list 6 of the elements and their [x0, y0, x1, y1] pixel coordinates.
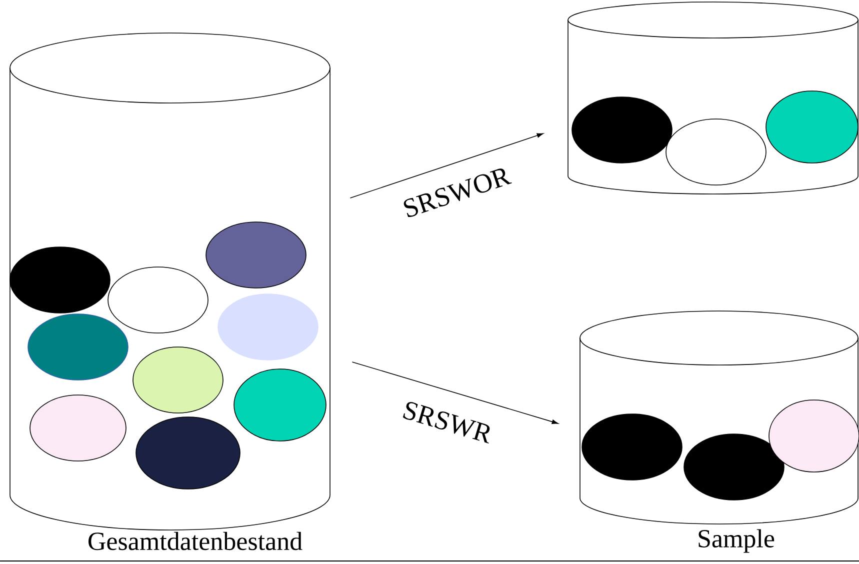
cylinder-label: Sample	[698, 529, 774, 553]
arrow	[352, 362, 558, 424]
cylinder-label: Gesamtdatenbestand	[88, 532, 302, 550]
edge-label: SRSWR	[402, 402, 490, 444]
arrow	[350, 133, 544, 198]
cylinder-drawing	[568, 2, 858, 194]
